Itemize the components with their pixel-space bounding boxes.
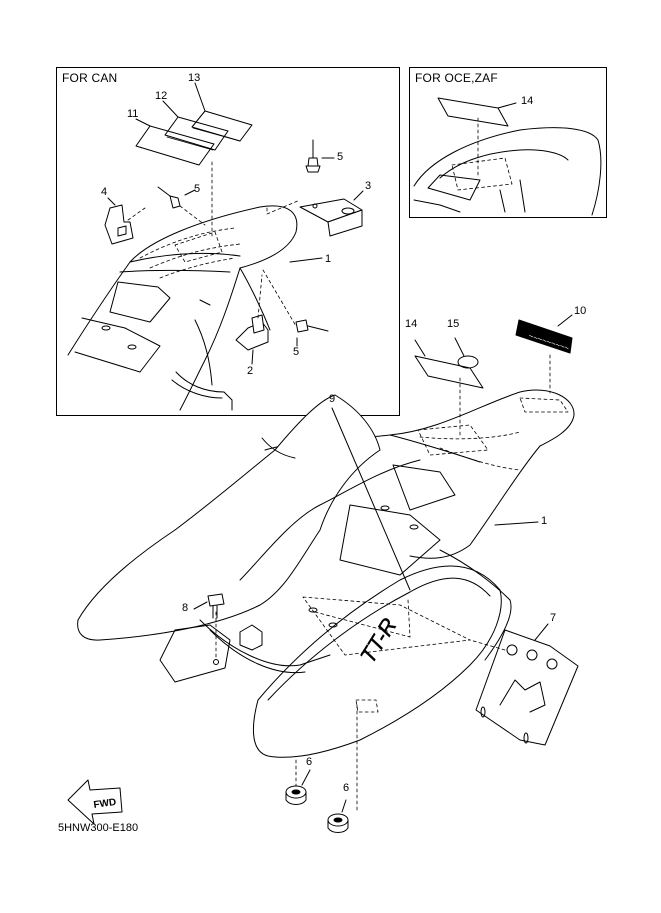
main-decal-14 xyxy=(414,355,484,389)
callout-can-4: 4 xyxy=(101,186,108,198)
callout-can-5b: 5 xyxy=(194,183,201,195)
callout-can-2: 2 xyxy=(247,365,254,377)
main-seat xyxy=(77,394,381,641)
oce-decal-14 xyxy=(437,97,509,127)
fwd-arrow-icon: FWD xyxy=(67,779,123,825)
main-grommet-6-b xyxy=(327,704,358,833)
inset-for-oce-zaf xyxy=(409,67,607,218)
can-screw-5-top xyxy=(305,139,335,173)
decal-12 xyxy=(164,116,229,151)
callout-main-6b: 6 xyxy=(343,782,350,794)
can-screw-5-bottom xyxy=(262,269,329,347)
main-side-cover xyxy=(252,565,502,758)
can-rear-fender xyxy=(67,205,298,411)
callout-main-6a: 6 xyxy=(306,756,313,768)
main-grommet-6-a xyxy=(285,759,311,805)
can-bracket-2 xyxy=(235,274,269,365)
callout-can-1: 1 xyxy=(325,253,332,265)
callout-main-9: 9 xyxy=(329,393,336,405)
main-bolt-8 xyxy=(193,593,225,619)
fwd-label: FWD xyxy=(93,797,117,811)
decal-13 xyxy=(191,110,253,142)
callout-main-15: 15 xyxy=(447,318,460,330)
callout-oce-14: 14 xyxy=(521,95,534,107)
callout-can-5c: 5 xyxy=(293,346,300,358)
callout-can-11: 11 xyxy=(127,108,139,120)
callout-can-5a: 5 xyxy=(337,151,344,163)
callout-can-3: 3 xyxy=(365,180,372,192)
can-inset-drawing xyxy=(67,82,364,411)
main-drawing: ~~~~~~~~~ xyxy=(67,314,579,833)
callout-can-12: 12 xyxy=(155,90,168,102)
can-screw-5-left xyxy=(157,186,206,226)
main-rear-fender xyxy=(264,389,575,559)
inset-for-oce-zaf-title: FOR OCE,ZAF xyxy=(415,71,498,85)
callout-main-1: 1 xyxy=(541,515,548,527)
oce-inset-drawing xyxy=(413,97,602,216)
main-label-15 xyxy=(457,355,479,369)
callout-main-8: 8 xyxy=(182,602,189,614)
inset-for-can xyxy=(56,67,400,416)
main-decal-10: ~~~~~~~~~ xyxy=(515,319,573,354)
callout-main-10: 10 xyxy=(574,305,587,317)
decal-11 xyxy=(135,125,215,166)
main-decal-tt-r: TT-R xyxy=(355,614,402,668)
callout-main-14: 14 xyxy=(405,318,418,330)
callout-main-7: 7 xyxy=(550,612,557,624)
diagram-code: 5HNW300-E180 xyxy=(58,822,139,834)
main-bracket-7 xyxy=(469,623,579,746)
callout-can-13: 13 xyxy=(188,72,201,84)
inset-for-can-title: FOR CAN xyxy=(62,71,118,85)
can-bracket-4 xyxy=(104,197,146,245)
